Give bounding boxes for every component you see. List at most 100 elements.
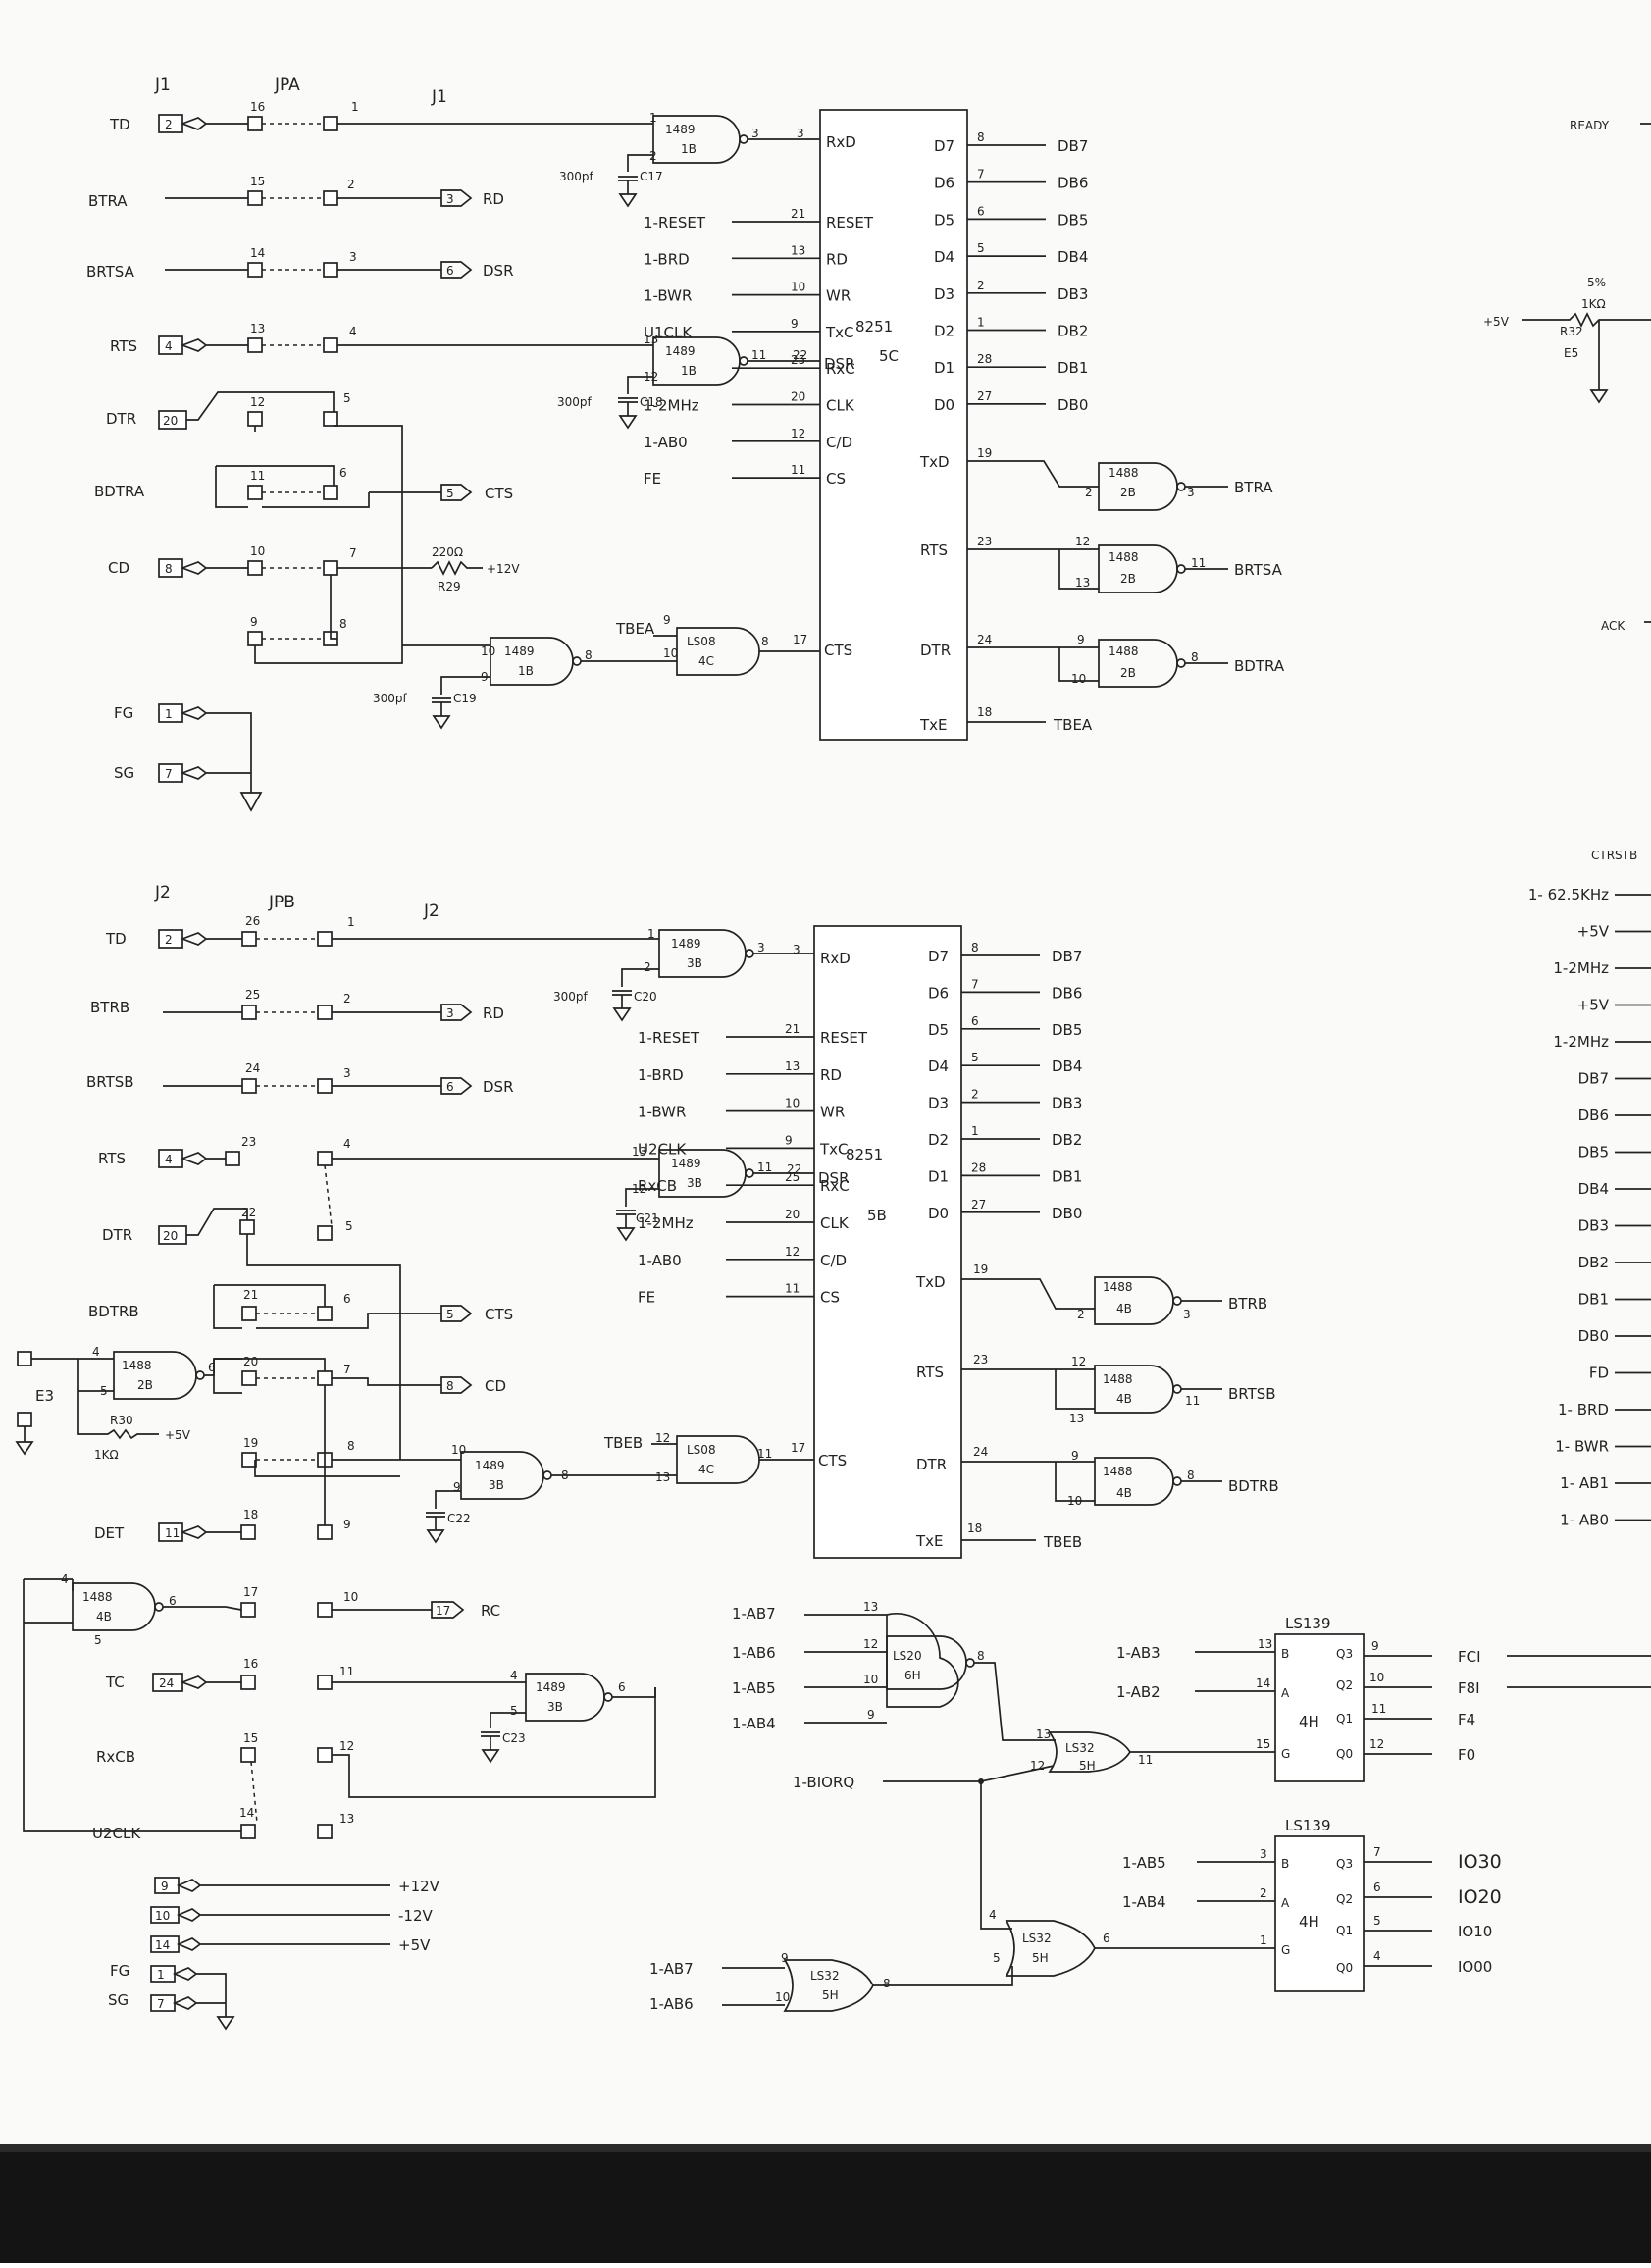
s2-dtr-bus bbox=[246, 1234, 432, 1477]
svg-text:G: G bbox=[1281, 1943, 1290, 1957]
svg-text:DB2: DB2 bbox=[1058, 323, 1088, 340]
svg-text:6: 6 bbox=[446, 1080, 454, 1094]
svg-text:1B: 1B bbox=[681, 142, 697, 156]
svg-text:16: 16 bbox=[243, 1657, 258, 1671]
svg-text:1488: 1488 bbox=[82, 1590, 113, 1604]
svg-text:10: 10 bbox=[1369, 1671, 1384, 1684]
svg-text:D1: D1 bbox=[934, 359, 954, 377]
svg-text:LS08: LS08 bbox=[687, 635, 716, 648]
right-edge-signal: 1- BRD bbox=[1558, 1401, 1651, 1418]
svg-text:24: 24 bbox=[159, 1676, 174, 1690]
svg-text:4B: 4B bbox=[1116, 1302, 1132, 1315]
svg-text:13: 13 bbox=[632, 1145, 646, 1159]
svg-text:5: 5 bbox=[510, 1704, 518, 1718]
svg-text:8: 8 bbox=[1187, 1469, 1195, 1482]
svg-text:TxC: TxC bbox=[825, 324, 854, 341]
svg-text:1KΩ: 1KΩ bbox=[94, 1448, 119, 1462]
svg-text:12: 12 bbox=[250, 395, 265, 409]
s2-cd-wire bbox=[213, 1358, 441, 1525]
svg-text:1-BRD: 1-BRD bbox=[644, 250, 690, 268]
svg-text:7: 7 bbox=[971, 977, 979, 991]
svg-text:11: 11 bbox=[757, 1160, 772, 1174]
s1-connector-dtr: 20 bbox=[158, 391, 335, 430]
svg-text:1489: 1489 bbox=[504, 644, 535, 658]
svg-text:TxD: TxD bbox=[915, 1273, 946, 1291]
s1-connector-td: 2 bbox=[158, 114, 248, 133]
svg-text:7: 7 bbox=[1373, 1845, 1381, 1859]
svg-text:1-AB5: 1-AB5 bbox=[1122, 1854, 1166, 1872]
s2-sig-dtr: DTR bbox=[102, 1226, 132, 1244]
svg-text:14: 14 bbox=[239, 1806, 254, 1820]
svg-text:C/D: C/D bbox=[826, 434, 852, 451]
svg-text:7: 7 bbox=[157, 1997, 165, 2011]
svg-text:1- BRD: 1- BRD bbox=[1558, 1401, 1609, 1418]
svg-text:3: 3 bbox=[797, 127, 804, 140]
svg-text:RxD: RxD bbox=[820, 950, 851, 967]
svg-text:11: 11 bbox=[1191, 556, 1206, 570]
svg-text:TBEA: TBEA bbox=[615, 620, 655, 638]
svg-text:D5: D5 bbox=[934, 211, 954, 229]
svg-text:11: 11 bbox=[757, 1447, 772, 1461]
svg-text:WR: WR bbox=[820, 1104, 845, 1121]
svg-text:27: 27 bbox=[977, 389, 992, 403]
s1-sig-brtsa: BRTSA bbox=[86, 263, 135, 281]
svg-text:5H: 5H bbox=[1079, 1759, 1096, 1773]
header-j1b: J1 bbox=[431, 87, 447, 107]
decode-ls32-a: LS32 5H 13 12 11 1-BIORQ bbox=[793, 1727, 1275, 1930]
svg-text:Q1: Q1 bbox=[1336, 1712, 1353, 1726]
svg-text:DB3: DB3 bbox=[1578, 1217, 1609, 1235]
svg-text:8: 8 bbox=[761, 635, 769, 648]
right-edge-signal: DB3 bbox=[1578, 1217, 1651, 1235]
svg-text:+5V: +5V bbox=[1483, 315, 1510, 329]
s2-rxcb-wire bbox=[332, 1687, 656, 1798]
svg-text:TBEA: TBEA bbox=[1053, 716, 1093, 734]
svg-text:8: 8 bbox=[977, 1649, 985, 1663]
s1-dtr-bus bbox=[254, 425, 403, 664]
svg-text:12: 12 bbox=[1369, 1737, 1384, 1751]
svg-text:12: 12 bbox=[655, 1431, 670, 1445]
svg-text:C20: C20 bbox=[634, 990, 657, 1004]
svg-text:DB5: DB5 bbox=[1578, 1144, 1609, 1161]
svg-text:BTRA: BTRA bbox=[1234, 479, 1273, 496]
svg-text:8: 8 bbox=[1191, 650, 1199, 664]
svg-text:11: 11 bbox=[785, 1282, 800, 1296]
svg-text:12: 12 bbox=[1075, 535, 1090, 548]
s1-connector-fg: 1 bbox=[158, 703, 252, 793]
s2-gate-1489-a: 1489 3B 1 2 3 300pf C20 bbox=[553, 927, 814, 1022]
svg-text:Q2: Q2 bbox=[1336, 1678, 1353, 1692]
svg-text:8: 8 bbox=[347, 1439, 355, 1453]
svg-text:9: 9 bbox=[781, 1951, 789, 1965]
svg-text:1: 1 bbox=[1260, 1933, 1267, 1947]
svg-text:13: 13 bbox=[1036, 1727, 1051, 1741]
svg-text:9: 9 bbox=[1071, 1449, 1079, 1463]
svg-text:LS139: LS139 bbox=[1285, 1817, 1331, 1834]
right-edge-signal: DB4 bbox=[1578, 1180, 1651, 1198]
s2-out-cts: 5 CTS bbox=[440, 1305, 513, 1323]
s1-gate-1489-a: 1489 1B 1 2 3 300pf C17 bbox=[559, 111, 820, 208]
svg-text:1-AB5: 1-AB5 bbox=[732, 1679, 776, 1697]
svg-text:21: 21 bbox=[791, 207, 805, 221]
svg-text:DB4: DB4 bbox=[1052, 1057, 1082, 1075]
svg-text:1-AB0: 1-AB0 bbox=[638, 1252, 682, 1269]
svg-text:1KΩ: 1KΩ bbox=[1581, 297, 1606, 311]
svg-text:5: 5 bbox=[993, 1951, 1001, 1965]
s1-uart-8251: 8251 5C 3 RxD 22 DSR 17 CTS bbox=[793, 109, 968, 741]
svg-text:11: 11 bbox=[751, 348, 766, 362]
svg-text:12: 12 bbox=[339, 1739, 354, 1753]
svg-text:4C: 4C bbox=[698, 654, 714, 668]
s2-sig-brtsb: BRTSB bbox=[86, 1073, 134, 1091]
s1-resistor-r29: 220Ω R29 +12V bbox=[431, 545, 520, 593]
svg-text:3: 3 bbox=[757, 941, 765, 954]
svg-text:8: 8 bbox=[971, 941, 979, 954]
svg-text:SG: SG bbox=[108, 1991, 129, 2009]
svg-text:5C: 5C bbox=[879, 347, 899, 365]
right-edge-signal: +5V bbox=[1577, 997, 1651, 1014]
